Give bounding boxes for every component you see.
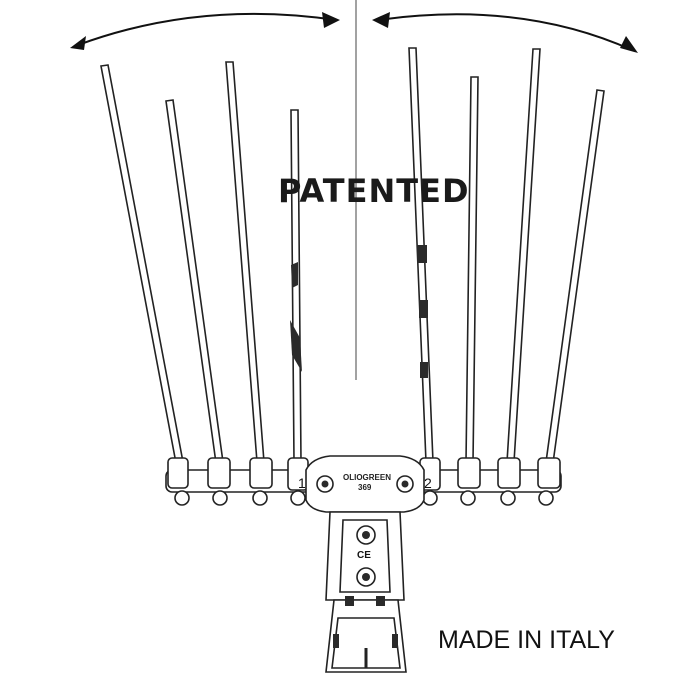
fitting-1 <box>167 457 189 489</box>
rod-2 <box>165 99 224 464</box>
brand-line-1: OLIOGREEN <box>343 473 391 482</box>
right-number-label: 2 <box>424 475 432 491</box>
rod-6 <box>465 76 479 463</box>
rod-3 <box>225 61 265 463</box>
harvester-handle: CE <box>325 511 405 601</box>
left-swing-arrow <box>70 12 340 50</box>
patented-label: PATENTED <box>278 172 470 210</box>
rod-5-mark-a <box>417 245 427 263</box>
fitting-2 <box>207 457 231 489</box>
fitting-3 <box>249 457 273 489</box>
right-rods <box>408 47 605 464</box>
fitting-7 <box>497 457 521 489</box>
rod-7 <box>506 48 541 463</box>
brand-line-2: 369 <box>358 483 372 492</box>
rod-5-mark-b <box>419 300 428 318</box>
left-rods <box>100 61 302 464</box>
made-in-label: MADE IN ITALY <box>438 626 615 654</box>
rod-8 <box>545 89 605 464</box>
right-swing-arrow <box>372 12 638 53</box>
rod-4-mark-b <box>290 320 302 372</box>
ce-mark: CE <box>357 550 371 561</box>
fitting-8 <box>537 457 561 489</box>
harvester-head: OLIOGREEN 369 <box>305 455 425 513</box>
left-number-label: 1 <box>298 475 306 491</box>
fitting-6 <box>457 457 481 489</box>
harvester-grip <box>325 596 407 673</box>
rod-5-mark-c <box>420 362 428 378</box>
rod-4-mark-a <box>291 262 298 288</box>
